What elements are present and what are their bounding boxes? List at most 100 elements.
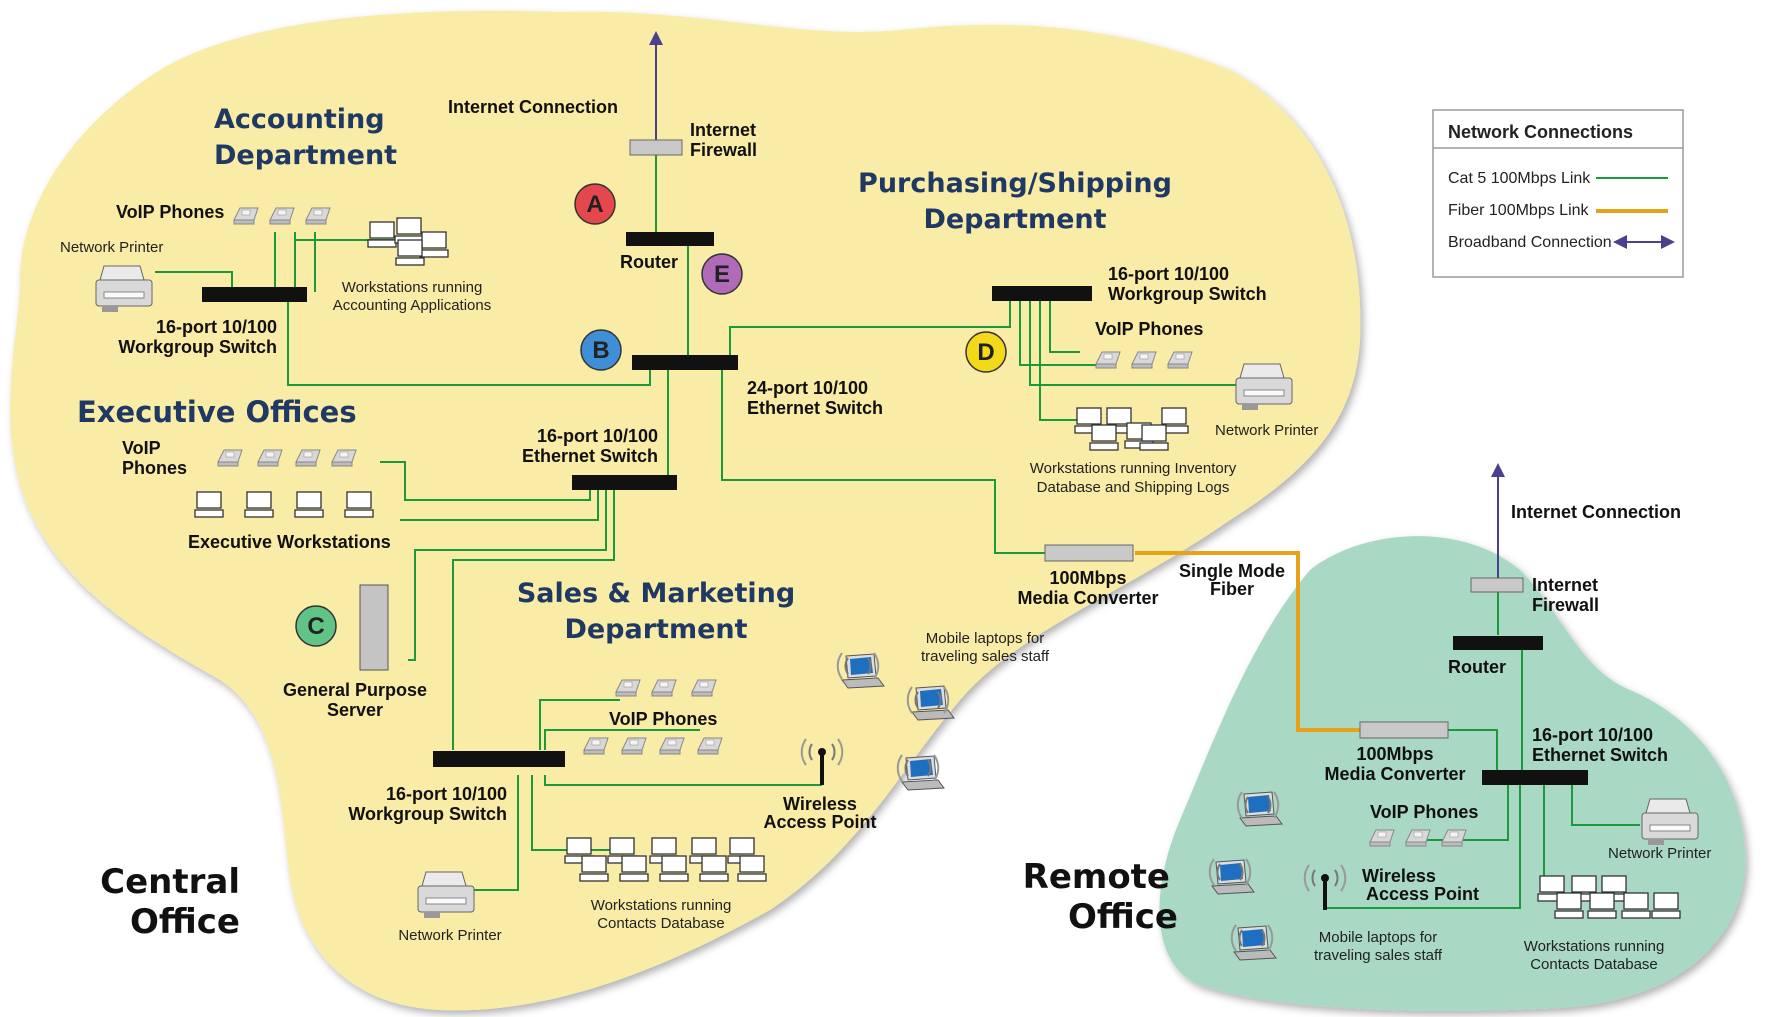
acct-workstations-label-1: Workstations running	[342, 279, 483, 296]
central-firewall	[629, 139, 683, 156]
marker-e: E	[701, 253, 743, 295]
marker-c: C	[295, 605, 337, 647]
sales-switch	[433, 751, 565, 767]
remote-switch-label-2: Ethernet Switch	[1532, 745, 1668, 765]
marker-a: A	[574, 183, 616, 225]
svg-text:E: E	[714, 261, 730, 288]
accounting-voip-phones	[233, 207, 331, 225]
legend-title: Network Connections	[1448, 122, 1633, 142]
exec-workstations-label: Executive Workstations	[188, 532, 391, 552]
remote-voip-phones	[1369, 829, 1467, 847]
remote-office-label-2: Office	[1068, 897, 1178, 937]
fiber-link	[1135, 551, 1360, 732]
central-office-area	[10, 10, 1361, 1011]
sales-wap-label-2: Access Point	[763, 812, 876, 832]
purch-switch-label-2: Workgroup Switch	[1108, 284, 1267, 304]
svg-text:D: D	[977, 339, 994, 366]
svg-text:C: C	[307, 613, 324, 640]
sales-laptops-label-1: Mobile laptops for	[926, 630, 1044, 647]
purchasing-voip-phones	[1095, 351, 1193, 369]
exec-switch-label-1: 16-port 10/100	[537, 426, 658, 446]
central-office-label-2: Office	[130, 902, 240, 942]
acct-printer-label: Network Printer	[60, 239, 163, 256]
svg-text:B: B	[592, 337, 609, 364]
sales-laptops-label-2: traveling sales staff	[921, 648, 1050, 665]
sales-title-2: Department	[564, 614, 747, 645]
sales-workstations-label-2: Contacts Database	[597, 915, 725, 932]
sales-switch-label-2: Workgroup Switch	[348, 804, 507, 824]
acct-switch-label-2: Workgroup Switch	[118, 337, 277, 357]
purch-switch-label-1: 16-port 10/100	[1108, 264, 1229, 284]
purchasing-title-1: Purchasing/Shipping	[858, 168, 1172, 199]
sales-wap-icon	[800, 738, 844, 785]
purchasing-title-2: Department	[923, 204, 1106, 235]
marker-b: B	[580, 329, 622, 371]
sales-printer-label: Network Printer	[398, 927, 501, 944]
remote-router-label: Router	[1448, 657, 1506, 677]
exec-voip-label-2: Phones	[122, 458, 187, 478]
remote-internet-connection-label: Internet Connection	[1511, 502, 1681, 522]
accounting-title-2: Department	[214, 140, 397, 171]
legend-item-cat5: Cat 5 100Mbps Link	[1448, 170, 1591, 187]
central-router	[626, 232, 714, 246]
remote-office-area	[1159, 536, 1746, 1011]
marker-d: D	[965, 331, 1007, 373]
purch-workstations-label-1: Workstations running Inventory	[1030, 460, 1237, 477]
legend-item-broadband: Broadband Connection	[1448, 234, 1612, 251]
exec-switch-label-2: Ethernet Switch	[522, 446, 658, 466]
sales-voip-label: VoIP Phones	[609, 709, 717, 729]
legend-item-fiber: Fiber 100Mbps Link	[1448, 202, 1590, 219]
exec-switch	[572, 475, 677, 490]
main-switch	[632, 355, 738, 370]
fiber-label-1: Single Mode	[1179, 561, 1285, 581]
sales-wap-label-1: Wireless	[783, 794, 857, 814]
central-firewall-label-2: Firewall	[690, 140, 757, 160]
remote-switch	[1482, 770, 1588, 785]
main-switch-label-2: Ethernet Switch	[747, 398, 883, 418]
purch-voip-label: VoIP Phones	[1095, 319, 1203, 339]
remote-media-converter-label-1: 100Mbps	[1356, 744, 1433, 764]
remote-voip-label: VoIP Phones	[1370, 802, 1478, 822]
exec-voip-label-1: VoIP	[122, 438, 161, 458]
sales-switch-label-1: 16-port 10/100	[386, 784, 507, 804]
central-firewall-label-1: Internet	[690, 120, 756, 140]
remote-router	[1453, 636, 1543, 650]
fiber-label-2: Fiber	[1210, 579, 1254, 599]
cat5-links	[155, 155, 1240, 891]
acct-workstations-label-2: Accounting Applications	[333, 297, 491, 314]
remote-media-converter-label-2: Media Converter	[1324, 764, 1465, 784]
remote-laptops-label-2: traveling sales staff	[1314, 947, 1443, 964]
remote-firewall	[1470, 577, 1524, 593]
accounting-title-1: Accounting	[214, 104, 385, 135]
remote-firewall-label-1: Internet	[1532, 575, 1598, 595]
remote-laptops-label-1: Mobile laptops for	[1319, 929, 1437, 946]
remote-office-label-1: Remote	[1023, 857, 1170, 897]
purch-workstations-label-2: Database and Shipping Logs	[1037, 479, 1230, 496]
sales-title-1: Sales & Marketing	[517, 578, 795, 609]
server-label-2: Server	[327, 700, 383, 720]
acct-switch-label-1: 16-port 10/100	[156, 317, 277, 337]
legend: Network Connections Cat 5 100Mbps Link F…	[1432, 109, 1684, 278]
central-media-converter-label-2: Media Converter	[1017, 588, 1158, 608]
remote-workstations-label-2: Contacts Database	[1530, 956, 1658, 973]
central-media-converter-label-1: 100Mbps	[1049, 568, 1126, 588]
svg-text:A: A	[586, 191, 603, 218]
remote-workstations-label-1: Workstations running	[1524, 938, 1665, 955]
central-media-converter	[1044, 544, 1134, 562]
remote-firewall-label-2: Firewall	[1532, 595, 1599, 615]
purchasing-switch	[992, 286, 1092, 301]
remote-switch-label-1: 16-port 10/100	[1532, 725, 1653, 745]
central-office-label-1: Central	[100, 862, 240, 902]
acct-voip-label: VoIP Phones	[116, 202, 224, 222]
general-server	[359, 584, 389, 671]
remote-printer-label: Network Printer	[1608, 845, 1711, 862]
remote-media-converter	[1359, 721, 1449, 739]
sales-workstations-label-1: Workstations running	[591, 897, 732, 914]
remote-wap-icon	[1303, 864, 1347, 910]
remote-wap-label-1: Wireless	[1362, 866, 1436, 886]
accounting-switch	[202, 287, 307, 302]
central-router-label: Router	[620, 252, 678, 272]
central-internet-connection-label: Internet Connection	[448, 97, 618, 117]
executive-title: Executive Offices	[77, 395, 357, 429]
